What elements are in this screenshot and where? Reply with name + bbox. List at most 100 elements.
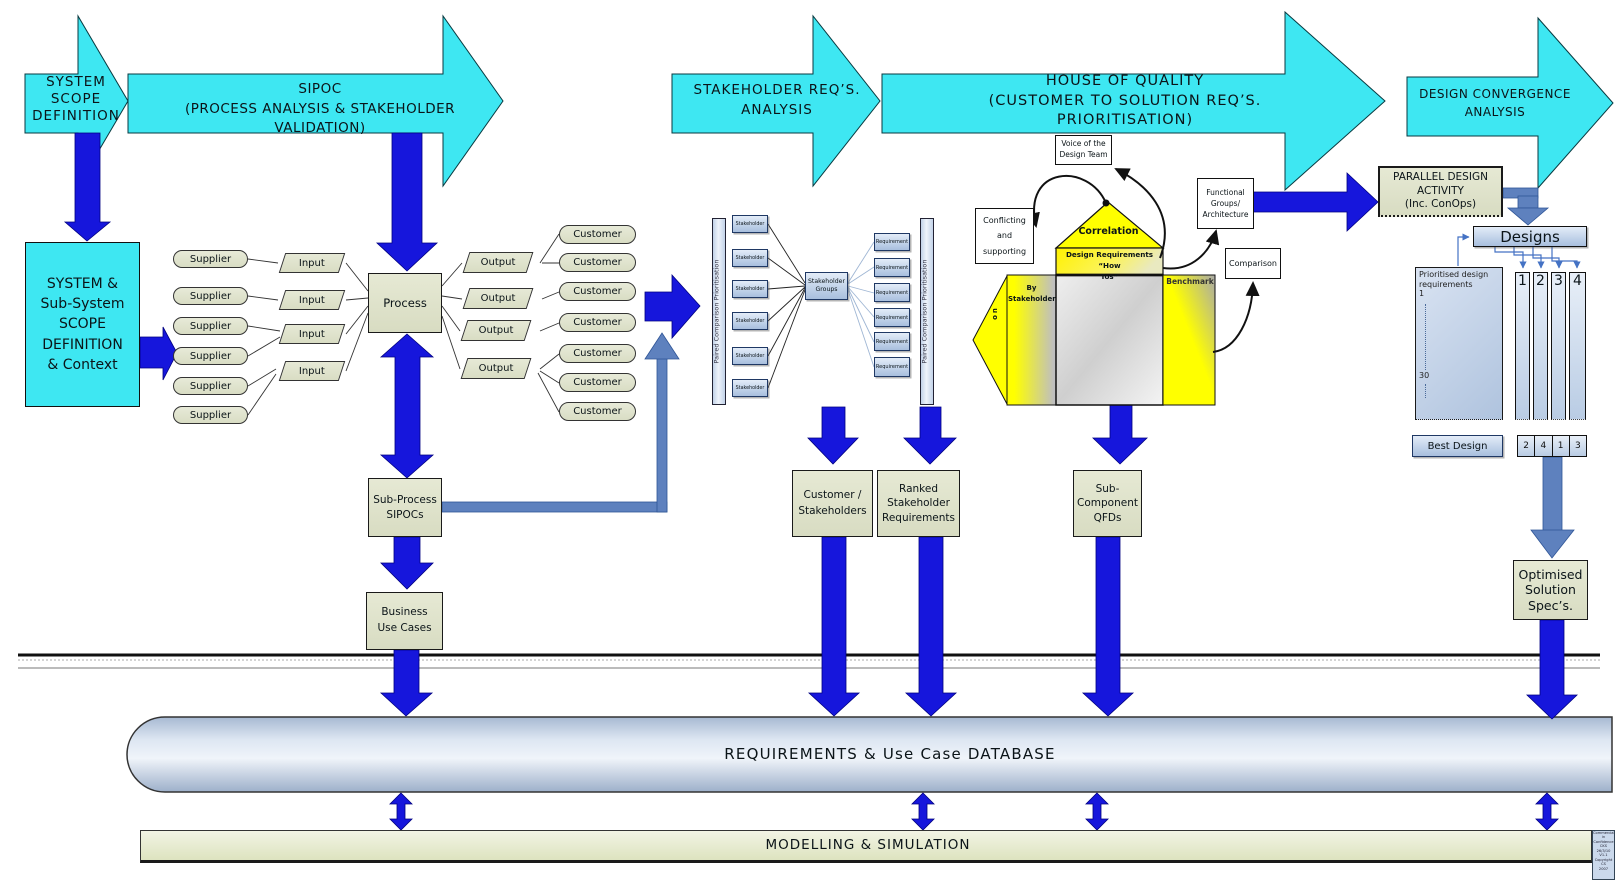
design-column-3: 3: [1551, 272, 1566, 420]
phase5-label: DESIGN CONVERGENCE ANALYSIS: [1419, 87, 1571, 119]
input-shape: Input: [278, 290, 346, 310]
range-dots: [1425, 304, 1426, 370]
phase3-label: STAKEHOLDER REQ’S. ANALYSIS: [693, 82, 861, 119]
customer-label: Customer: [573, 286, 622, 297]
supplier-pill: Supplier: [173, 250, 248, 268]
hoq-benchmark-col: [1162, 274, 1216, 406]
customer-pill: Customer: [559, 373, 636, 392]
stakeholder-groups-box: Stakeholder Groups: [805, 272, 848, 300]
designs-connectors: [1416, 233, 1581, 406]
hoq-side-label: on: [991, 306, 999, 320]
phase2-label: SIPOC (PROCESS ANALYSIS & STAKEHOLDER VA…: [184, 81, 456, 137]
stakeholder-box: Stakeholder: [732, 379, 768, 397]
phase-chevrons: [24, 10, 1614, 192]
comparison-box: Comparison: [1225, 248, 1281, 279]
phase1-label: SYSTEM SCOPE DEFINITION: [32, 74, 120, 124]
prioritised-requirements-panel: Prioritised design requirements 1 30: [1415, 267, 1503, 420]
ranked-stakeholder-requirements-box: Ranked Stakeholder Requirements: [877, 470, 960, 537]
design-column-3-label: 3: [1554, 273, 1563, 289]
design-column-1-label: 1: [1518, 273, 1527, 289]
ranking-cell: 1: [1551, 436, 1569, 456]
design-column-2-label: 2: [1536, 273, 1545, 289]
functional-groups-box: Functional Groups/ Architecture: [1197, 178, 1254, 229]
correlation-label: Correlation: [1078, 226, 1139, 237]
range-start-label: 1: [1419, 289, 1425, 299]
supplier-label: Supplier: [189, 290, 232, 302]
output-label: Output: [480, 293, 516, 304]
process-box: Process: [368, 273, 442, 333]
sub-process-sipocs-box: Sub-Process SIPOCs: [368, 478, 442, 537]
prioritised-requirements-label: Prioritised design requirements: [1419, 270, 1489, 289]
stakeholder-box: Stakeholder: [732, 215, 768, 233]
customer-pill: Customer: [559, 313, 636, 332]
requirement-box: Requirement: [874, 357, 910, 377]
design-column-1: 1: [1515, 272, 1530, 420]
design-column-4: 4: [1569, 272, 1586, 420]
requirement-box: Requirement: [874, 332, 910, 351]
input-shape: Input: [278, 324, 346, 344]
output-shape: Output: [460, 320, 532, 341]
supplier-pill: Supplier: [173, 406, 248, 424]
customer-pill: Customer: [559, 253, 636, 272]
output-shape: Output: [462, 252, 534, 273]
design-column-2: 2: [1533, 272, 1548, 420]
output-label: Output: [480, 257, 516, 268]
ranking-cell: 2: [1523, 441, 1529, 451]
hoq-left-triangle: [972, 275, 1008, 405]
best-design-box: Best Design: [1412, 435, 1503, 457]
business-use-cases-box: Business Use Cases: [366, 592, 443, 650]
customer-label: Customer: [573, 257, 622, 268]
range-dots-2: [1425, 384, 1426, 398]
hoq-curved-arrows: [1026, 168, 1260, 353]
requirement-box: Requirement: [874, 283, 910, 302]
copyright-stamp: Commercial in Confidence CKS 26/3/10 V1.…: [1592, 830, 1615, 880]
customer-label: Customer: [573, 229, 622, 240]
blue-flow-arrows: [63, 132, 1578, 831]
stakeholder-box: Stakeholder: [732, 280, 768, 298]
customer-stakeholders-box: Customer / Stakeholders: [792, 470, 873, 537]
supplier-label: Supplier: [189, 253, 232, 265]
ranking-cell: 4: [1534, 436, 1551, 456]
output-label: Output: [478, 363, 514, 374]
paired-comparison-bar-left: [712, 218, 726, 405]
supplier-label: Supplier: [189, 320, 232, 332]
ranking-cell: 3: [1568, 436, 1586, 456]
phase4-label: HOUSE OF QUALITY (CUSTOMER TO SOLUTION R…: [988, 73, 1262, 129]
output-label: Output: [478, 325, 514, 336]
design-column-4-label: 4: [1573, 273, 1582, 289]
stakeholder-box: Stakeholder: [732, 347, 768, 365]
parallel-design-activity-box: PARALLEL DESIGN ACTIVITY (Inc. ConOps): [1378, 166, 1503, 217]
requirement-box: Requirement: [874, 258, 910, 277]
supplier-pill: Supplier: [173, 347, 248, 365]
database-cylinder: [126, 716, 1613, 793]
requirements-database-label: REQUIREMENTS & Use Case DATABASE: [724, 745, 1056, 763]
design-requirements-label: Design Requirements “How Tos”: [1065, 250, 1154, 281]
hoq-body: [1055, 274, 1164, 406]
by-stakeholder-label: By Stakeholder: [1008, 284, 1056, 304]
supplier-label: Supplier: [189, 350, 232, 362]
paired-comparison-bar-right-label: Paired Comparison Prioritisation: [920, 259, 929, 364]
conflicting-supporting-box: Conflicting and supporting: [975, 208, 1034, 264]
separator-lines: [18, 653, 1600, 669]
benchmark-label: Benchmark: [1166, 277, 1214, 286]
phase5-arrow: [1406, 16, 1614, 190]
customer-pill: Customer: [559, 225, 636, 244]
sipoc-connector-lines: [247, 233, 560, 416]
ranking-row: 2 4 1 3: [1517, 435, 1587, 457]
hoq-shapes: [972, 201, 1216, 406]
designs-header-box: Designs: [1473, 226, 1587, 247]
phase1-arrow: [24, 14, 129, 188]
output-shape: Output: [462, 288, 534, 309]
voice-of-design-team-box: Voice of the Design Team: [1055, 135, 1112, 165]
optimised-solution-specs-box: Optimised Solution Spec’s.: [1513, 560, 1588, 620]
stakeholder-box: Stakeholder: [732, 249, 768, 267]
customer-pill: Customer: [559, 402, 636, 421]
paired-comparison-bar-right: [920, 218, 934, 405]
requirement-box: Requirement: [874, 308, 910, 327]
stakeholder-connector-lines: [767, 223, 875, 389]
customer-label: Customer: [573, 406, 622, 417]
supplier-pill: Supplier: [173, 287, 248, 305]
input-shape: Input: [278, 361, 346, 381]
input-label: Input: [299, 294, 325, 306]
